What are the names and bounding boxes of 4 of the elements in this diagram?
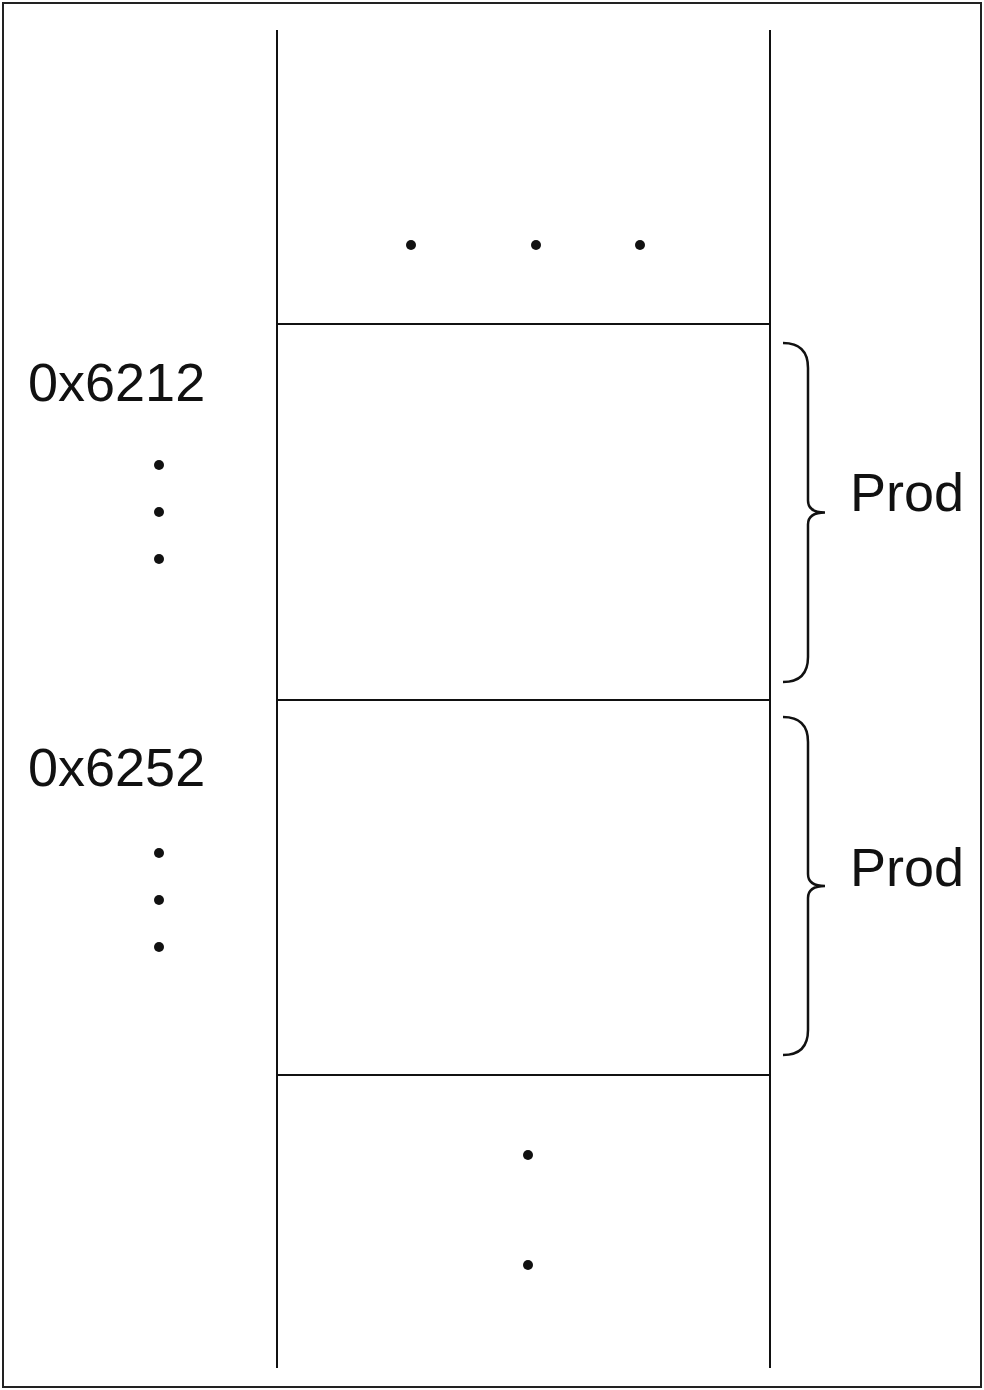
memory-address: 0x6252 — [28, 740, 206, 794]
region-label: Prod — [850, 465, 965, 519]
region-label: Prod — [850, 840, 965, 894]
memory-address: 0x6212 — [28, 355, 206, 409]
